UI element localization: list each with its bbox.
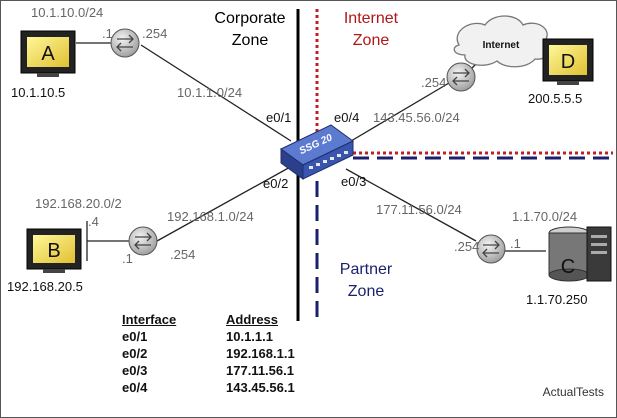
router-d [446, 62, 476, 92]
zone-partner-line2: Zone [348, 283, 385, 300]
table-row: e0/4 143.45.56.1 [122, 379, 352, 396]
host-b-ip: 192.168.20.5 [7, 279, 83, 294]
iface-e01-label: e0/1 [266, 110, 291, 125]
link-routerb-firewall [156, 160, 302, 242]
subnet-internet-link: 143.45.56.0/24 [373, 110, 460, 125]
host-c-server [548, 226, 612, 282]
firewall-ssg20 [280, 124, 354, 180]
host-b-letter: B [47, 240, 60, 262]
table-cell-address: 192.168.1.1 [226, 346, 295, 361]
table-cell-interface: e0/2 [122, 346, 148, 361]
zone-corporate-line1: Corporate [214, 10, 285, 27]
port-a-right: .254 [142, 26, 167, 41]
table-cell-address: 10.1.1.1 [226, 329, 273, 344]
zone-partner-line1: Partner [340, 261, 393, 278]
iface-e04-label: e0/4 [334, 110, 359, 125]
port-b-left: .1 [122, 251, 133, 266]
subnet-c-lan: 1.1.70.0/24 [512, 209, 577, 224]
table-cell-address: 143.45.56.1 [226, 380, 295, 395]
host-a-ip: 10.1.10.5 [11, 85, 65, 100]
links [76, 42, 546, 261]
iface-e03-label: e0/3 [341, 174, 366, 189]
zone-corporate-line2: Zone [232, 32, 269, 49]
table-cell-interface: e0/3 [122, 363, 148, 378]
host-a-monitor [20, 30, 76, 77]
port-c-right: .1 [510, 236, 521, 251]
iface-e02-label: e0/2 [263, 176, 288, 191]
link-firewall-routerc [345, 168, 477, 242]
host-d-monitor [542, 38, 594, 85]
host-c-letter: C [561, 256, 575, 278]
interface-address-table: Interface Address e0/1 10.1.1.1 e0/2 192… [122, 311, 352, 396]
host-d-letter: D [561, 51, 575, 73]
port-b-right: .254 [170, 247, 195, 262]
link-routera-firewall [140, 44, 292, 142]
watermark: ActualTests [542, 385, 604, 399]
host-c-ip: 1.1.70.250 [526, 292, 587, 307]
port-a-left: .1 [102, 26, 113, 41]
subnet-partner-link: 192.168.1.0/24 [167, 209, 254, 224]
table-row: e0/2 192.168.1.1 [122, 345, 352, 362]
host-d-ip: 200.5.5.5 [528, 91, 582, 106]
port-c-left: .254 [454, 239, 479, 254]
table-cell-address: 177.11.56.1 [226, 363, 294, 378]
table-cell-interface: e0/1 [122, 329, 148, 344]
cloud-label: Internet [483, 40, 520, 51]
router-b [128, 226, 158, 256]
table-header-interface: Interface [122, 312, 177, 327]
table-row: e0/3 177.11.56.1 [122, 362, 352, 379]
router-c [476, 234, 506, 264]
table-header-address: Address [226, 312, 279, 327]
subnet-b-lan: 192.168.20.0/2 [35, 196, 122, 211]
table-cell-interface: e0/4 [122, 380, 148, 395]
table-header-row: Interface Address [122, 311, 352, 328]
subnet-a-lan: 10.1.10.0/24 [31, 5, 103, 20]
zone-internet-line2: Zone [353, 32, 390, 49]
subnet-corp-link: 10.1.1.0/24 [177, 85, 242, 100]
port-d-left: .254 [421, 75, 446, 90]
port-b-top: .4 [88, 214, 99, 229]
table-row: e0/1 10.1.1.1 [122, 328, 352, 345]
host-b-monitor [26, 228, 82, 273]
host-a-letter: A [41, 43, 55, 65]
router-a [110, 28, 140, 58]
link-routerd-firewall [345, 82, 450, 145]
subnet-c-link: 177.11.56.0/24 [376, 202, 462, 217]
zone-internet-line1: Internet [344, 10, 399, 27]
